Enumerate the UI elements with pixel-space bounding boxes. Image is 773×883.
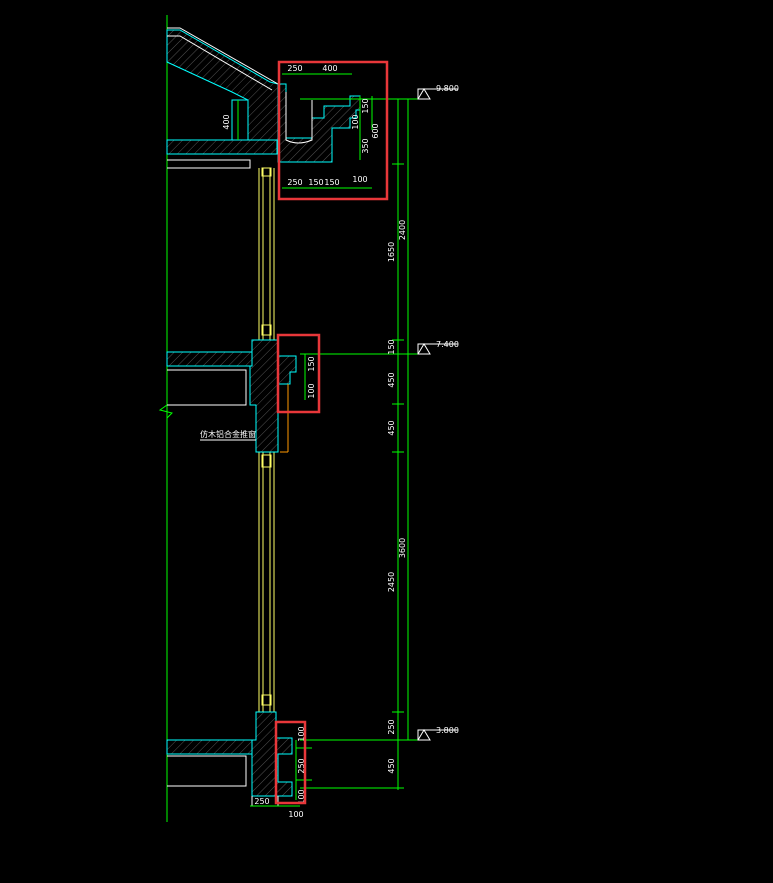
top-dim-150: 150 — [361, 98, 370, 113]
dim-3600: 3600 — [398, 538, 407, 558]
highlight-top-cornice — [277, 60, 389, 201]
dim-450-bottom: 450 — [387, 758, 396, 773]
elevation-label-top: 9.800 — [436, 84, 459, 93]
mid-dim-150: 150 — [307, 356, 316, 371]
top-dim-bottom-150b: 150 — [324, 178, 339, 187]
elevation-label-bottom: 3.800 — [436, 726, 459, 735]
dim-2450: 2450 — [387, 572, 396, 592]
dim-1650: 1650 — [387, 242, 396, 262]
dim-450-lower: 450 — [387, 420, 396, 435]
dim-250: 250 — [387, 719, 396, 734]
mid-dim-100: 100 — [307, 383, 316, 398]
top-dim-600: 600 — [371, 123, 380, 138]
wall-axis-lines — [158, 15, 173, 822]
bottom-dim-100-top: 100 — [297, 726, 306, 741]
dim-2400: 2400 — [398, 220, 407, 240]
top-dim-bottom-100: 100 — [352, 175, 367, 184]
top-dim-bottom-150a: 150 — [308, 178, 323, 187]
top-detail-dim-lines — [237, 73, 373, 189]
dim-150-mid: 150 — [387, 339, 396, 354]
bottom-dim-100-bottom: 100 — [297, 789, 306, 804]
elevation-markers — [417, 88, 458, 741]
roof-and-top-beam — [166, 27, 361, 169]
outer-dimension-lines — [300, 98, 420, 790]
window-frame-upper — [258, 167, 275, 340]
elevation-label-mid: 7.400 — [436, 340, 459, 349]
bottom-beam — [166, 711, 293, 807]
top-dim-400: 400 — [322, 64, 337, 73]
window-frame-lower — [258, 452, 275, 712]
window-note-label: 仿木铝合金推窗 — [200, 429, 256, 439]
top-dim-bottom-250: 250 — [287, 178, 302, 187]
bottom-dim-width-250: 250 — [254, 797, 269, 806]
bottom-dim-width-100: 100 — [288, 810, 303, 819]
highlight-mid-beam — [276, 333, 321, 414]
bottom-dim-250: 250 — [297, 758, 306, 773]
highlight-boxes — [274, 60, 389, 805]
top-dim-100: 100 — [351, 114, 360, 129]
top-dim-400-vertical: 400 — [222, 114, 231, 129]
dim-450-upper: 450 — [387, 372, 396, 387]
middle-beam — [166, 339, 297, 453]
highlight-bottom-beam — [274, 720, 307, 805]
top-dim-250: 250 — [287, 64, 302, 73]
top-dim-350: 350 — [361, 138, 370, 153]
